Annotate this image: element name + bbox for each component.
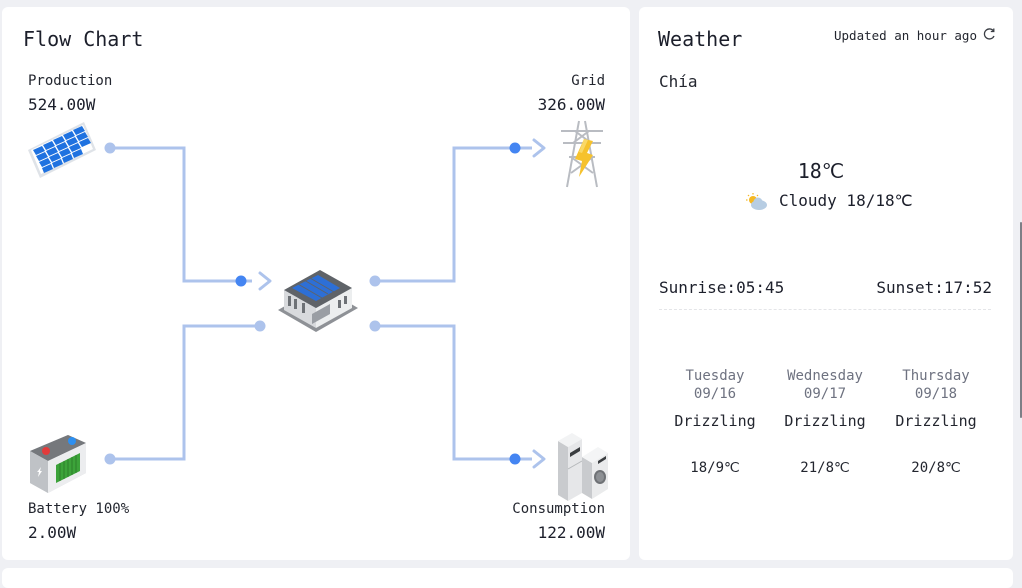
forecast-temperature: 21/8℃: [800, 460, 850, 476]
forecast-day: Wednesday 09/17 Drizzling 21/8℃: [770, 368, 880, 476]
flow-line-grid: [375, 146, 532, 283]
consumption-value: 122.00W: [537, 523, 605, 542]
updated-text: Updated an hour ago: [834, 28, 977, 43]
flow-chart-card: Flow Chart Production 524.00W Grid 326.0…: [2, 7, 630, 560]
arrow-to-grid: [532, 138, 546, 158]
battery-icon: [28, 435, 88, 495]
sunset-time: Sunset:17:52: [876, 278, 992, 297]
forecast-day-name: Wednesday: [787, 368, 863, 384]
appliances-icon: [554, 429, 610, 501]
production-label: Production: [28, 73, 113, 89]
battery-value: 2.00W: [28, 523, 77, 542]
flow-dot-production-start: [104, 142, 116, 154]
forecast-condition: Drizzling: [895, 412, 977, 430]
weather-title: Weather: [658, 27, 743, 51]
forecast-day-name: Thursday: [902, 368, 970, 384]
forecast-day: Thursday 09/18 Drizzling 20/8℃: [881, 368, 991, 476]
page-scrollbar[interactable]: [1020, 222, 1022, 418]
flow-dot-grid-start: [369, 275, 381, 287]
power-tower-icon: [557, 117, 607, 189]
battery-label: Battery 100%: [28, 501, 130, 517]
bottom-card: [2, 568, 1013, 588]
sunrise-time: Sunrise:05:45: [659, 278, 785, 297]
forecast-temperature: 18/9℃: [690, 460, 740, 476]
partly-cloudy-icon: [746, 193, 768, 211]
forecast-date: 09/16: [693, 386, 737, 402]
flow-dot-battery-end: [254, 320, 266, 332]
forecast-condition: Drizzling: [674, 412, 756, 430]
flow-dot-consumption-active: [509, 453, 521, 465]
city-name: Chía: [659, 72, 698, 91]
forecast-day-name: Tuesday: [685, 368, 745, 384]
divider: [659, 309, 991, 310]
flow-line-battery: [110, 324, 260, 461]
flow-dot-home-active: [235, 275, 247, 287]
grid-label: Grid: [571, 73, 605, 89]
grid-value: 326.00W: [537, 95, 605, 114]
consumption-label: Consumption: [512, 501, 605, 517]
weather-card: Weather Updated an hour ago Chía 18℃ Clo…: [639, 7, 1013, 560]
flow-dot-consumption-start: [369, 320, 381, 332]
refresh-icon[interactable]: [982, 26, 996, 42]
forecast-date: 09/18: [914, 386, 958, 402]
flow-lines: [104, 138, 546, 469]
arrow-to-consumption: [532, 449, 546, 469]
flow-chart-title: Flow Chart: [23, 27, 144, 51]
solar-panel-icon: [26, 120, 100, 180]
current-condition: Cloudy 18/18℃: [779, 191, 913, 210]
flow-dot-grid-active: [509, 142, 521, 154]
arrow-to-home: [258, 271, 272, 291]
forecast-day: Tuesday 09/16 Drizzling 18/9℃: [660, 368, 770, 476]
house-icon: [276, 262, 360, 338]
flow-line-production: [110, 146, 252, 283]
forecast-date: 09/17: [803, 386, 847, 402]
forecast-condition: Drizzling: [784, 412, 866, 430]
forecast-temperature: 20/8℃: [911, 460, 961, 476]
flow-dot-battery-start: [104, 453, 116, 465]
current-temperature: 18℃: [797, 159, 845, 183]
production-value: 524.00W: [28, 95, 96, 114]
flow-line-consumption: [375, 324, 532, 461]
